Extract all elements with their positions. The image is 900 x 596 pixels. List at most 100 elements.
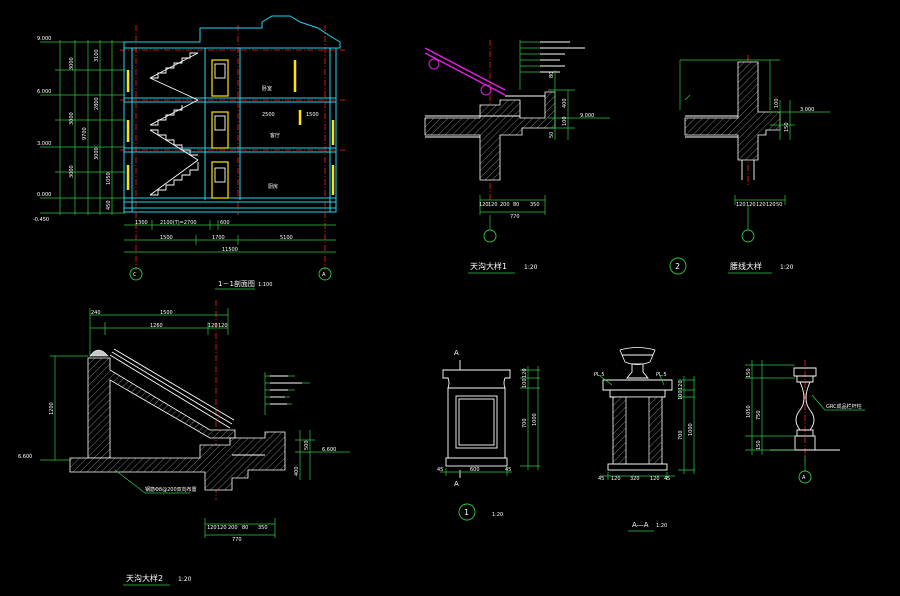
bal-callout: GRC成品栏杆柱 [826,403,862,410]
d1-dim-r3: 100 [562,116,568,126]
level-9000: 9.000 [37,36,51,42]
d2-dim-b3: 120 [756,202,766,208]
d3-dim-total: 770 [232,537,242,543]
bottom-dim-5: 1700 [212,235,225,241]
aa-scale: 1:20 [656,523,667,529]
dim-left-2: 3000 [69,112,75,125]
post-scale: 1:20 [492,512,503,518]
d3-dim-b4: 80 [242,525,248,531]
waistline-detail: 100 150 3.000 120 120 120 120 50 2 腰线大样 … [669,55,830,275]
d3-dim-b5: 350 [258,525,268,531]
d2-title: 腰线大样 [730,261,762,271]
post-dim-r4: 1000 [532,413,538,426]
section-scale: 1:100 [258,282,272,288]
section-title: 1－1剖面图 [218,279,255,288]
post-elevation: A A 120 100 700 1000 45 600 45 1 1:20 [437,349,540,521]
d2-dim-b1: 120 [736,202,746,208]
gutter-detail-1: 80 400 100 50 9.000 120 120 200 80 350 7… [424,40,610,274]
aa-dim-b2: 120 [611,476,621,482]
aa-dim-b3: 320 [630,476,640,482]
d1-dim-r2: 400 [562,98,568,108]
bal-dim-3: 1050 [746,405,752,418]
d1-dim-b1: 120 [479,202,489,208]
bottom-dim-6: 5100 [280,235,293,241]
level-minus-0450: -0.450 [33,217,49,223]
d1-level: 9.000 [580,113,594,119]
d3-level-right: 6.600 [322,447,336,453]
dim-left-total: 9700 [82,127,88,140]
d3-dim-left: 1200 [49,402,55,415]
d1-dim-r4: 50 [549,132,555,138]
d3-scale: 1:20 [178,576,192,583]
d3-level-left: 6.600 [18,454,32,460]
aa-dim-r4: 1000 [688,423,694,436]
mid-dim: 1500 [306,112,319,118]
axis-bubble-c: C [133,272,137,278]
dim-left-7: 450 [106,200,112,210]
bottom-dim-3: 600 [220,220,230,226]
post-dim-r1: 120 [522,368,528,378]
bal-dim-2: 750 [756,410,762,420]
post-bubble: 1 [464,508,469,517]
d3-dim-top-4: 120 [218,323,228,329]
d3-callout: 钢筋Φ8@200双向布置 [145,486,197,493]
baluster-detail: 150 750 1050 150 GRC成品栏杆柱 A [745,360,865,484]
d2-bubble: 2 [675,262,680,271]
d1-scale: 1:20 [524,264,538,271]
level-0000: 0.000 [37,192,51,198]
aa-dim-b4: 120 [650,476,660,482]
aa-dim-r1: 120 [678,380,684,390]
d3-dim-top-2: 1260 [150,323,163,329]
dim-left-1: 3000 [69,57,75,70]
aa-dim-b5: 45 [664,476,670,482]
aa-title: A—A [632,521,649,529]
dim-left-8: 1050 [106,172,112,185]
dim-left-4: 3100 [94,49,100,62]
level-6000: 6.000 [37,89,51,95]
d3-dim-top-3: 120 [208,323,218,329]
bottom-dim-2: 2100(T)=2700 [160,220,197,226]
d3-dim-top-total: 1500 [160,310,173,316]
post-dim-b1: 45 [437,467,443,473]
bal-dim-1: 150 [746,368,752,378]
stair-dim: 2500 [262,112,275,118]
d3-dim-b3: 200 [228,525,238,531]
d3-dim-top-1: 240 [91,310,101,316]
d1-dim-total: 770 [510,214,520,220]
d1-dim-r1: 80 [549,72,555,78]
d3-dim-b1: 120 [207,525,217,531]
room-label-3: 厨房 [268,183,278,190]
dim-left-5: 2800 [94,97,100,110]
room-label-2: 客厅 [270,132,280,139]
d1-dim-b3: 200 [500,202,510,208]
d2-scale: 1:20 [780,264,794,271]
bottom-dim-1: 1300 [135,220,148,226]
aa-label-left: PL.5 [594,372,605,378]
post-dim-b3: 45 [505,467,511,473]
d1-dim-b4: 80 [513,202,519,208]
d2-dim-r2: 150 [784,122,790,132]
d2-dim-b4: 120 [766,202,776,208]
d2-level: 3.000 [800,107,814,113]
axis-bubble-a: A [322,272,326,278]
building-section-drawing: 9.000 6.000 3.000 0.000 -0.450 3000 3000… [33,15,345,290]
d2-dim-r1: 100 [774,98,780,108]
d3-dim-b2: 120 [217,525,227,531]
post-dim-r3: 700 [522,418,528,428]
d2-dim-b5: 50 [776,202,782,208]
post-section-mark-top: A [454,349,459,357]
d3-dim-r2: 500 [304,440,310,450]
bal-bubble: A [802,475,806,481]
d1-dim-b5: 350 [530,202,540,208]
d1-title: 天沟大样1 [470,261,507,271]
aa-dim-r3: 700 [678,430,684,440]
room-label-1: 卧室 [262,85,272,92]
level-3000: 3.000 [37,141,51,147]
bal-dim-4: 150 [756,440,762,450]
section-aa: PL.5 PL.5 120 100 700 1000 45 120 320 12… [594,347,695,532]
bottom-dim-4: 1500 [160,235,173,241]
aa-dim-b1: 45 [598,476,604,482]
gutter-detail-2: 1500 240 1260 120 120 1200 6.600 400 500 [18,300,350,586]
dim-left-6: 3000 [94,147,100,160]
